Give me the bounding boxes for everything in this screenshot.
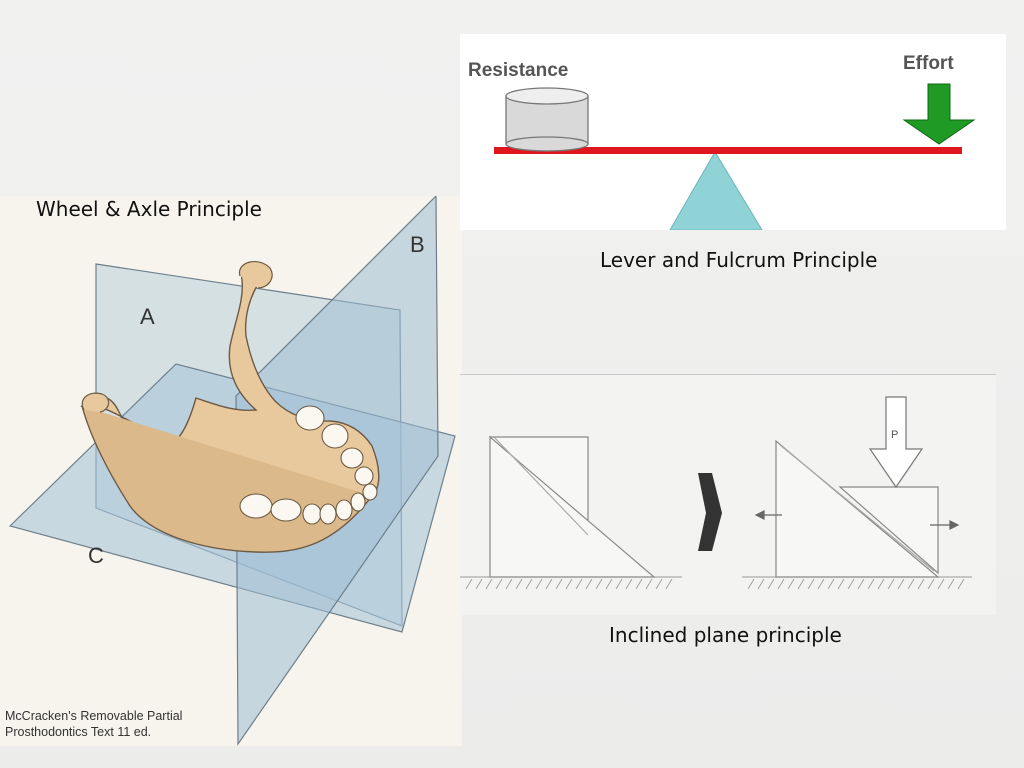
wedge-after — [775, 439, 940, 578]
fulcrum-triangle — [669, 151, 763, 230]
credit-line-1: McCracken's Removable Partial — [5, 709, 183, 723]
plane-label-a: A — [140, 304, 155, 329]
resistance-weight — [505, 87, 589, 152]
credit-line-2: Prosthodontics Text 11 ed. — [5, 725, 152, 739]
ground-right — [742, 576, 972, 590]
side-arrows — [754, 510, 960, 530]
ground-left — [460, 576, 682, 590]
lever-beam — [494, 147, 962, 154]
plane-label-b: B — [410, 232, 425, 257]
lever-fulcrum-caption: Lever and Fulcrum Principle — [600, 248, 878, 272]
wheel-axle-caption: Wheel & Axle Principle — [36, 197, 262, 221]
transition-arrow — [698, 473, 722, 551]
force-p-arrow — [868, 396, 924, 489]
mandible-planes-figure — [0, 196, 462, 746]
force-label: P — [891, 429, 899, 441]
effort-arrow — [902, 83, 976, 145]
effort-label: Effort — [903, 53, 954, 74]
plane-label-c: C — [88, 543, 104, 568]
figure-credit: McCracken's Removable Partial Prosthodon… — [5, 708, 182, 740]
resistance-label: Resistance — [468, 60, 569, 81]
wedge-before — [488, 435, 656, 578]
inclined-plane-figure: P — [460, 374, 996, 615]
inclined-plane-caption: Inclined plane principle — [609, 623, 842, 647]
lever-figure — [460, 34, 1006, 230]
